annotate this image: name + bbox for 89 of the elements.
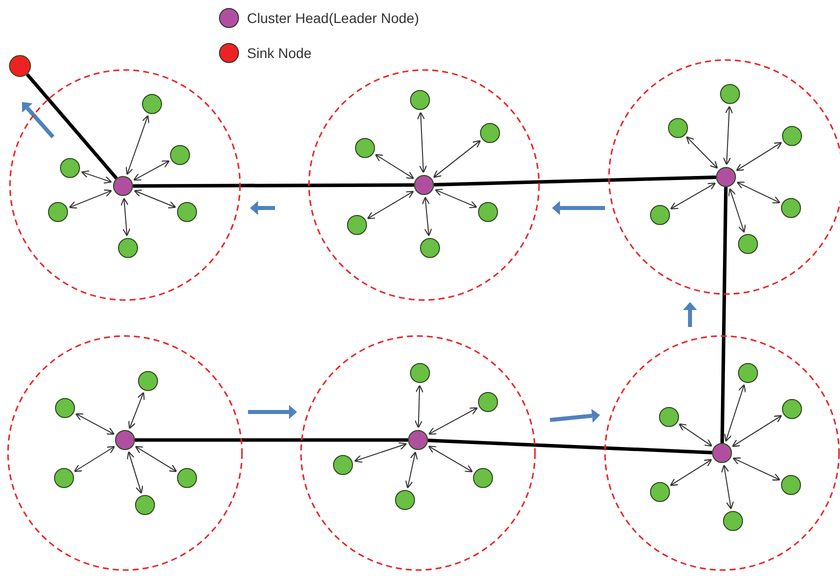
double-arrow [728, 188, 746, 233]
double-arrow [670, 182, 716, 210]
double-arrow [670, 459, 712, 486]
double-arrow [414, 384, 424, 428]
cluster-head-node [113, 176, 133, 196]
double-arrow [736, 142, 782, 172]
double-arrow [120, 198, 130, 236]
sensor-node [478, 202, 498, 222]
cluster-boundary [9, 69, 241, 301]
sensor-node [668, 118, 688, 138]
sensor-node [347, 215, 367, 235]
sensor-node [738, 363, 758, 383]
route-line [434, 176, 716, 186]
cluster-head-node [712, 443, 732, 463]
cluster-head-node [115, 430, 135, 450]
double-arrow [134, 446, 178, 472]
sensor-node [781, 198, 801, 218]
double-arrow [68, 189, 112, 209]
double-arrow [128, 392, 145, 430]
sink-node [9, 55, 31, 77]
double-arrow [721, 464, 734, 510]
sensor-node [659, 407, 679, 427]
double-arrow [74, 446, 116, 472]
sensor-node [473, 468, 493, 488]
sensor-node [138, 371, 158, 391]
double-arrow [722, 106, 734, 166]
double-arrow [428, 407, 478, 435]
route-line [133, 183, 414, 188]
double-arrow [686, 136, 718, 169]
double-arrow [416, 112, 428, 174]
sensor-node [395, 490, 415, 510]
sensor-node [118, 238, 138, 258]
sensor-node [650, 482, 670, 502]
sensor-node [738, 234, 758, 254]
cluster-boundary [308, 69, 540, 301]
sensor-node [723, 511, 743, 531]
sensor-node [355, 138, 375, 158]
double-arrow [736, 182, 780, 204]
cluster-head-node [716, 167, 736, 187]
double-arrow [133, 160, 170, 181]
sensor-node [177, 468, 197, 488]
double-arrow [354, 442, 407, 463]
sensor-node [54, 468, 74, 488]
sensor-node [781, 475, 801, 495]
sensor-node [177, 202, 197, 222]
legend-label: Cluster Head(Leader Node) [247, 10, 419, 26]
double-arrow [367, 190, 414, 220]
route-line [720, 186, 728, 444]
double-arrow [405, 452, 418, 488]
sensor-node [782, 399, 802, 419]
route-line [428, 438, 712, 454]
double-arrow [81, 170, 112, 184]
double-arrow [126, 451, 144, 494]
cluster-head-node [408, 430, 428, 450]
route-line [135, 438, 408, 442]
sensor-node [55, 398, 75, 418]
double-arrow [724, 384, 746, 442]
sensor-node [410, 363, 430, 383]
sensor-node [60, 158, 80, 178]
sensor-node [650, 205, 670, 225]
double-arrow [374, 154, 414, 179]
double-arrow [126, 115, 150, 175]
route-line [26, 73, 118, 180]
sensor-node [135, 495, 155, 515]
double-arrow [678, 423, 712, 447]
double-arrow [732, 415, 782, 447]
sensor-node [420, 238, 440, 258]
sensor-node [478, 392, 498, 412]
sensor-node [410, 90, 430, 110]
legend-label: Sink Node [247, 45, 312, 61]
cluster-boundary [300, 335, 536, 571]
sensor-node [480, 123, 500, 143]
double-arrow [433, 140, 481, 178]
double-arrow [434, 188, 478, 208]
sensor-node [782, 126, 802, 146]
double-arrow [732, 457, 780, 481]
cluster-boundary [604, 335, 840, 571]
double-arrow [75, 413, 115, 435]
double-arrow [422, 196, 432, 236]
cluster-head-node [414, 175, 434, 195]
sensor-node [170, 145, 190, 165]
sensor-node [48, 202, 68, 222]
double-arrow [428, 446, 473, 472]
cluster-boundary [7, 335, 243, 571]
sensor-node [333, 455, 353, 475]
sensor-node [142, 94, 162, 114]
double-arrow [134, 190, 176, 208]
sensor-node [720, 84, 740, 104]
cluster-boundary [608, 59, 840, 295]
